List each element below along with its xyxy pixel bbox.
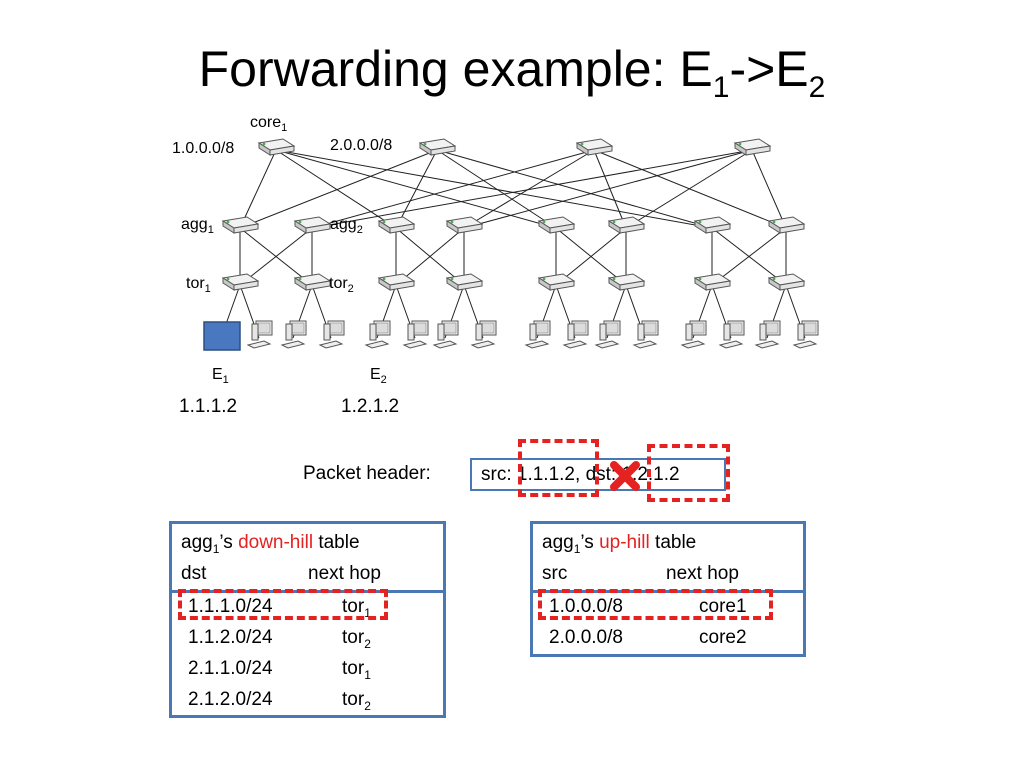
page-title: Forwarding example: E1->E2 xyxy=(198,41,826,104)
network-nodes xyxy=(203,138,819,351)
down-row-prefix: 1.1.1.0/24 xyxy=(188,596,273,617)
up-row-prefix: 2.0.0.0/8 xyxy=(549,627,623,648)
agg-switch-icon xyxy=(768,216,805,234)
link xyxy=(593,149,787,229)
desktop-computer-icon xyxy=(681,320,707,349)
agg-switch-icon xyxy=(608,216,645,234)
agg-switch-icon xyxy=(222,216,259,234)
core1-label: core1 xyxy=(250,114,288,135)
desktop-computer-icon xyxy=(755,320,781,349)
up-row-prefix: 1.0.0.0/8 xyxy=(549,596,623,617)
down-row-prefix: 2.1.2.0/24 xyxy=(188,689,273,710)
desktop-computer-icon xyxy=(595,320,621,349)
tor-switch-icon xyxy=(608,273,645,291)
desktop-computer-icon xyxy=(247,320,273,349)
link xyxy=(275,149,713,229)
up-col-src: src xyxy=(542,563,568,584)
link xyxy=(436,149,713,229)
network-links xyxy=(220,149,806,339)
core1-prefix: 1.0.0.0/8 xyxy=(172,140,235,157)
agg-switch-icon xyxy=(538,216,575,234)
core-switch-icon xyxy=(734,138,771,156)
tor2-label: tor2 xyxy=(329,275,354,296)
down-row-highlight-box xyxy=(178,589,388,620)
agg1-label: agg1 xyxy=(181,216,214,237)
dst-highlight-box xyxy=(647,444,730,502)
link xyxy=(463,149,595,229)
agg-switch-icon xyxy=(694,216,731,234)
desktop-computer-icon xyxy=(563,320,589,349)
down-hill-table-title: agg1’s down-hill table xyxy=(181,532,360,556)
tor-switch-icon xyxy=(294,273,331,291)
up-row-hop: core1 xyxy=(699,596,747,617)
tor-switch-icon xyxy=(446,273,483,291)
red-x-icon xyxy=(610,461,640,491)
desktop-computer-icon xyxy=(471,320,497,349)
link xyxy=(395,149,438,229)
down-row-prefix: 2.1.1.0/24 xyxy=(188,658,273,679)
desktop-computer-icon xyxy=(319,320,345,349)
up-row-highlight-box xyxy=(538,589,773,620)
agg-switch-icon xyxy=(294,216,331,234)
up-row-hop: core2 xyxy=(699,627,747,648)
e2-ip: 1.2.1.2 xyxy=(341,396,400,417)
tor-switch-icon xyxy=(538,273,575,291)
up-hill-table-title: agg1’s up-hill table xyxy=(542,532,697,556)
desktop-computer-icon xyxy=(365,320,391,349)
link xyxy=(311,149,595,229)
e2-label: E2 xyxy=(370,366,387,387)
agg2-label: agg2 xyxy=(330,216,363,237)
desktop-computer-icon xyxy=(719,320,745,349)
tor-switch-icon xyxy=(222,273,259,291)
link xyxy=(275,149,397,229)
desktop-computer-icon xyxy=(433,320,459,349)
agg-switch-icon xyxy=(446,216,483,234)
link xyxy=(395,227,465,286)
down-col-next-hop: next hop xyxy=(308,563,381,584)
up-col-next-hop: next hop xyxy=(666,563,739,584)
e1-ip: 1.1.1.2 xyxy=(179,396,238,417)
core2-prefix: 2.0.0.0/8 xyxy=(330,137,393,154)
desktop-computer-icon xyxy=(281,320,307,349)
desktop-computer-icon xyxy=(525,320,551,349)
link xyxy=(593,149,627,229)
link xyxy=(625,149,753,229)
down-row-hop: tor1 xyxy=(342,596,371,620)
link xyxy=(751,149,787,229)
desktop-computer-icon xyxy=(793,320,819,349)
link xyxy=(711,227,787,286)
link xyxy=(239,149,438,229)
src-label: src: xyxy=(481,464,512,485)
core-switch-icon xyxy=(576,138,613,156)
link xyxy=(436,149,557,229)
desktop-computer-icon xyxy=(403,320,429,349)
down-col-dst: dst xyxy=(181,563,207,584)
desktop-computer-icon xyxy=(633,320,659,349)
link xyxy=(555,227,627,286)
down-row-prefix: 1.1.2.0/24 xyxy=(188,627,273,648)
agg-switch-icon xyxy=(378,216,415,234)
src-highlight-box xyxy=(518,439,599,497)
down-row-hop: tor2 xyxy=(342,689,371,713)
link xyxy=(311,149,753,229)
down-row-hop: tor1 xyxy=(342,658,371,682)
packet-header-label: Packet header: xyxy=(303,463,431,484)
src-value: 1.1.1.2, xyxy=(516,464,581,485)
tor1-label: tor1 xyxy=(186,275,211,296)
down-row-hop: tor2 xyxy=(342,627,371,651)
core-switch-icon xyxy=(419,138,456,156)
link xyxy=(239,149,277,229)
link xyxy=(463,149,753,229)
tor-switch-icon xyxy=(694,273,731,291)
down-hill-table: agg1’s down-hill table dst next hop 1.1.… xyxy=(169,521,446,718)
e1-label: E1 xyxy=(212,366,229,387)
link xyxy=(239,227,313,286)
tor-switch-icon xyxy=(378,273,415,291)
dst-label: dst: xyxy=(585,464,617,485)
selected-host-e1 xyxy=(203,321,241,351)
fat-tree-topology xyxy=(203,138,819,351)
